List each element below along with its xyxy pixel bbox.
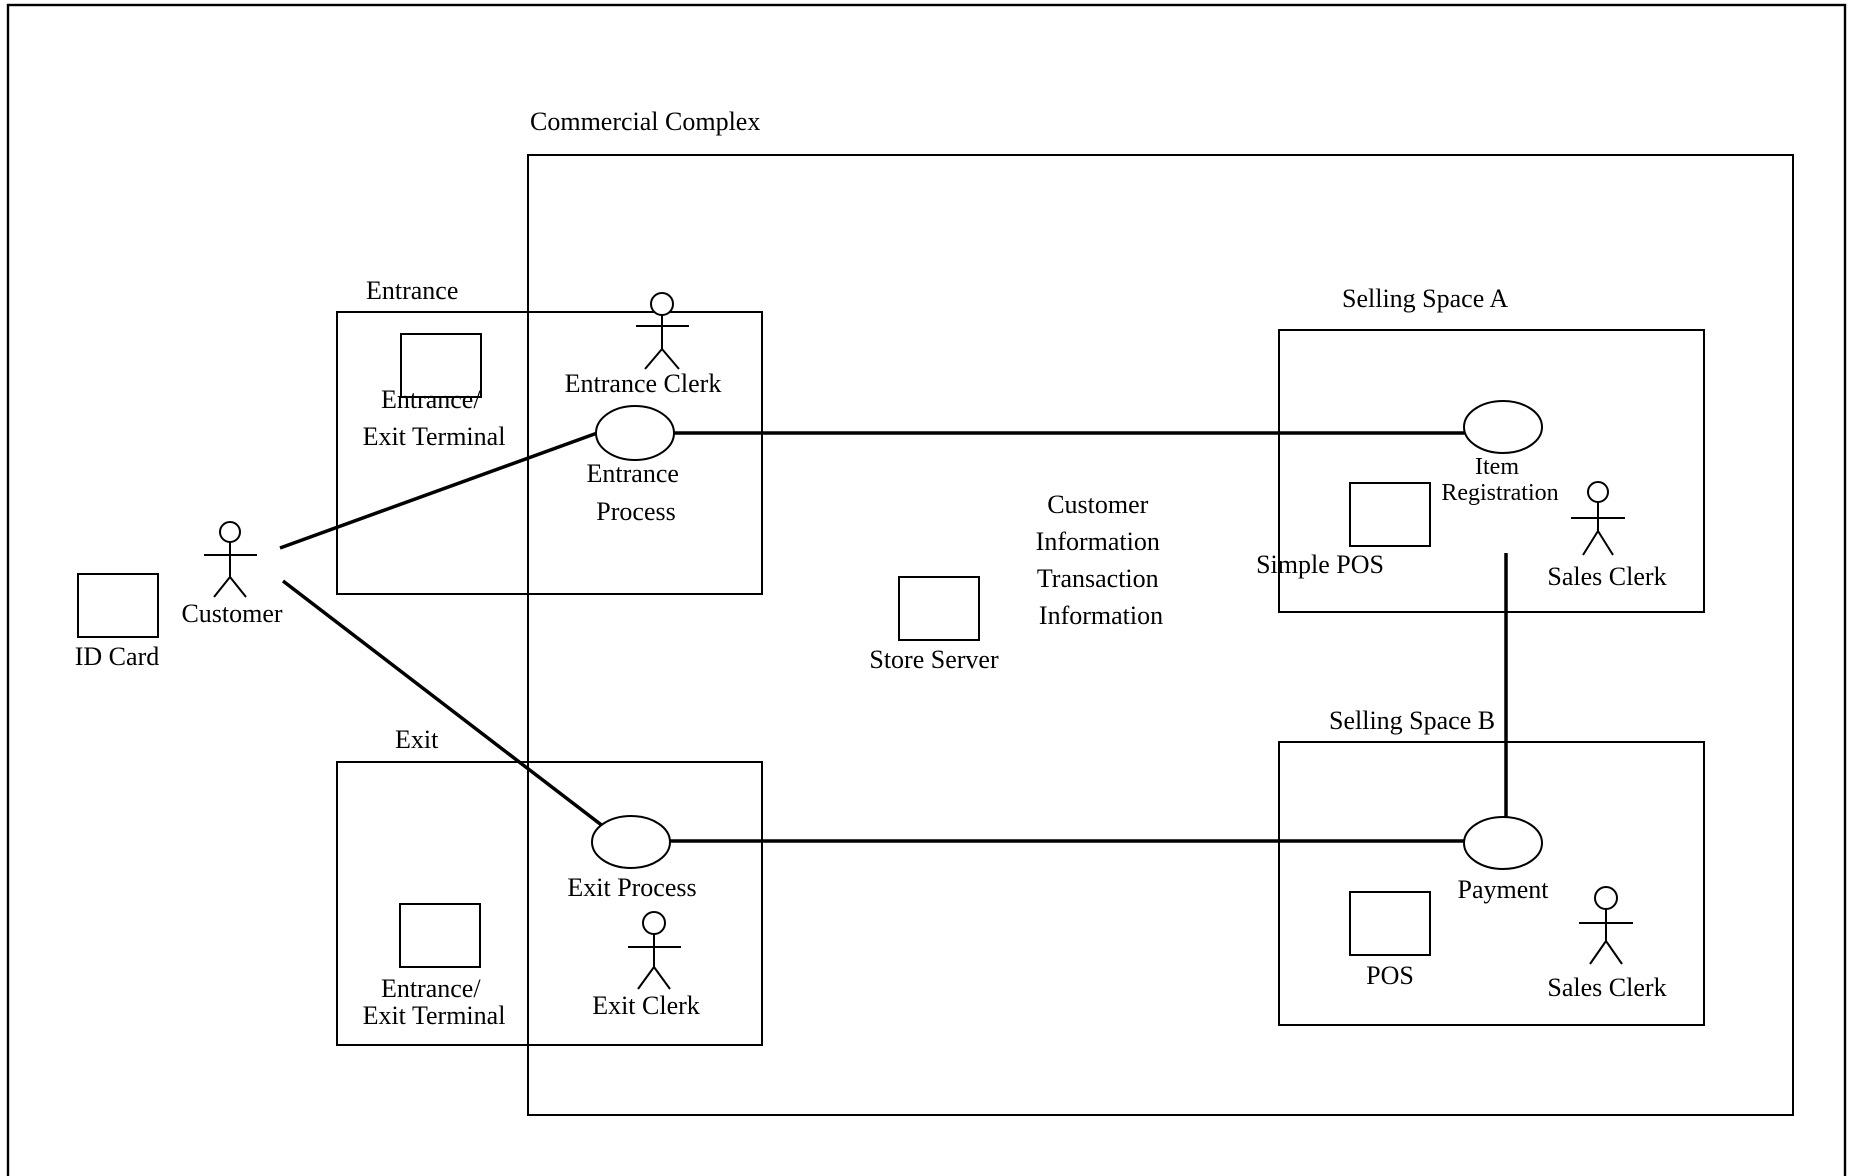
entrance-terminal-device: Entrance/ Exit Terminal	[363, 333, 506, 451]
store-server-label: Store Server	[869, 645, 999, 674]
simple-pos-device: Simple POS	[1256, 482, 1431, 579]
entrance-process-label: Entrance Process	[587, 459, 686, 526]
payment-label: Payment	[1458, 875, 1550, 904]
entrance-label: Entrance	[366, 276, 458, 305]
sales-clerk-a-label: Sales Clerk	[1547, 562, 1666, 591]
sales-clerk-a-actor-icon	[1571, 481, 1625, 556]
exit-process-usecase	[591, 815, 671, 869]
store-server-device: Store Server	[869, 576, 999, 674]
exit-region: Exit	[336, 725, 763, 1046]
entrance-clerk-actor-icon	[636, 292, 689, 370]
entrance-terminal-label: Entrance/ Exit Terminal	[363, 385, 506, 451]
exit-label: Exit	[395, 725, 439, 754]
id-card-box	[77, 573, 159, 638]
sales-clerk-b-actor-icon	[1579, 886, 1633, 965]
sales-clerk-b-label: Sales Clerk	[1547, 973, 1666, 1002]
connection-customer-entrance-process	[279, 430, 601, 550]
selling-space-b-region: Selling Space B	[1278, 706, 1705, 1026]
commercial-complex-box	[527, 154, 1794, 1116]
exit-box	[336, 761, 763, 1046]
entrance-box	[336, 311, 763, 595]
commercial-complex-label: Commercial Complex	[530, 107, 760, 136]
entrance-region: Entrance	[336, 276, 763, 595]
id-card-label: ID Card	[75, 642, 159, 671]
pos-label: POS	[1366, 961, 1414, 990]
simple-pos-label: Simple POS	[1256, 550, 1384, 579]
id-card-device: ID Card	[75, 573, 159, 671]
item-registration-label: Item Registration	[1441, 454, 1558, 506]
connections	[279, 430, 1508, 843]
pos-box	[1349, 891, 1431, 956]
store-server-box	[898, 576, 980, 641]
selling-space-a-label: Selling Space A	[1342, 284, 1508, 313]
exit-clerk-actor-icon	[628, 911, 681, 990]
selling-space-b-box	[1278, 741, 1705, 1026]
selling-space-a-box	[1278, 329, 1705, 613]
exit-terminal-box	[399, 903, 481, 968]
simple-pos-box	[1349, 482, 1431, 547]
selling-space-b-label: Selling Space B	[1329, 706, 1495, 735]
exit-clerk-label: Exit Clerk	[592, 991, 700, 1020]
payment-usecase	[1463, 816, 1543, 870]
outer-frame	[6, 3, 1847, 1176]
entrance-process-usecase	[595, 405, 675, 461]
server-data-text: Customer Information Transaction Informa…	[1036, 490, 1167, 630]
commercial-complex-region: Commercial Complex	[527, 107, 1794, 1116]
customer-label: Customer	[181, 599, 282, 628]
selling-space-a-region: Selling Space A	[1278, 284, 1705, 613]
item-registration-usecase	[1463, 400, 1543, 454]
connection-customer-exit-process	[281, 579, 610, 832]
entrance-clerk-label: Entrance Clerk	[565, 369, 722, 398]
customer-actor-icon	[204, 521, 257, 598]
entrance-terminal-box	[400, 333, 482, 398]
exit-terminal-device: Entrance/ Exit Terminal	[363, 903, 506, 1030]
exit-process-label: Exit Process	[567, 873, 696, 902]
pos-device: POS	[1349, 891, 1431, 990]
exit-terminal-label: Entrance/ Exit Terminal	[363, 974, 506, 1030]
